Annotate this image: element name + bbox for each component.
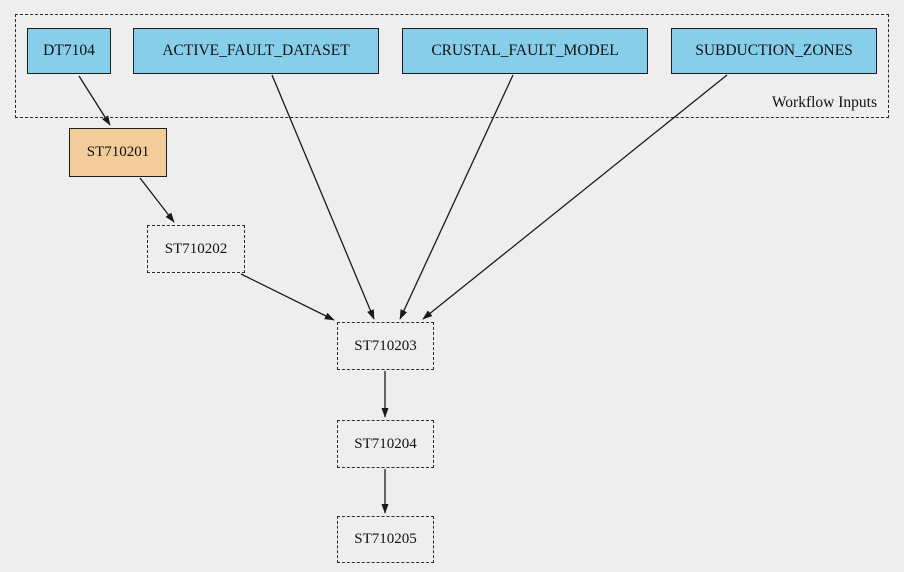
- node-subduction-zones: SUBDUCTION_ZONES: [671, 28, 877, 74]
- node-st710202: ST710202: [147, 225, 245, 273]
- edge-st710202-st710203: [240, 273, 335, 321]
- node-label: ST710202: [164, 240, 228, 257]
- node-label: ST710204: [354, 435, 417, 452]
- workflow-inputs-cluster: Workflow Inputs: [15, 14, 889, 118]
- node-crustal-fault-model: CRUSTAL_FAULT_MODEL: [402, 28, 648, 74]
- node-st710204: ST710204: [337, 420, 434, 468]
- node-label: ST710203: [354, 337, 417, 354]
- node-active-fault-dataset: ACTIVE_FAULT_DATASET: [133, 28, 379, 74]
- node-st710203: ST710203: [337, 322, 434, 370]
- node-label: DT7104: [43, 42, 95, 59]
- node-dt7104: DT7104: [27, 28, 111, 74]
- node-label: ST710201: [86, 144, 150, 160]
- node-st710201: ST710201: [69, 128, 167, 177]
- node-label: ST710205: [354, 531, 417, 547]
- node-st710205: ST710205: [337, 516, 434, 563]
- cluster-label: Workflow Inputs: [771, 94, 877, 111]
- node-label: SUBDUCTION_ZONES: [695, 42, 853, 59]
- node-label: CRUSTAL_FAULT_MODEL: [431, 42, 619, 59]
- node-label: ACTIVE_FAULT_DATASET: [162, 42, 350, 59]
- edge-st710201-st710202: [139, 177, 175, 223]
